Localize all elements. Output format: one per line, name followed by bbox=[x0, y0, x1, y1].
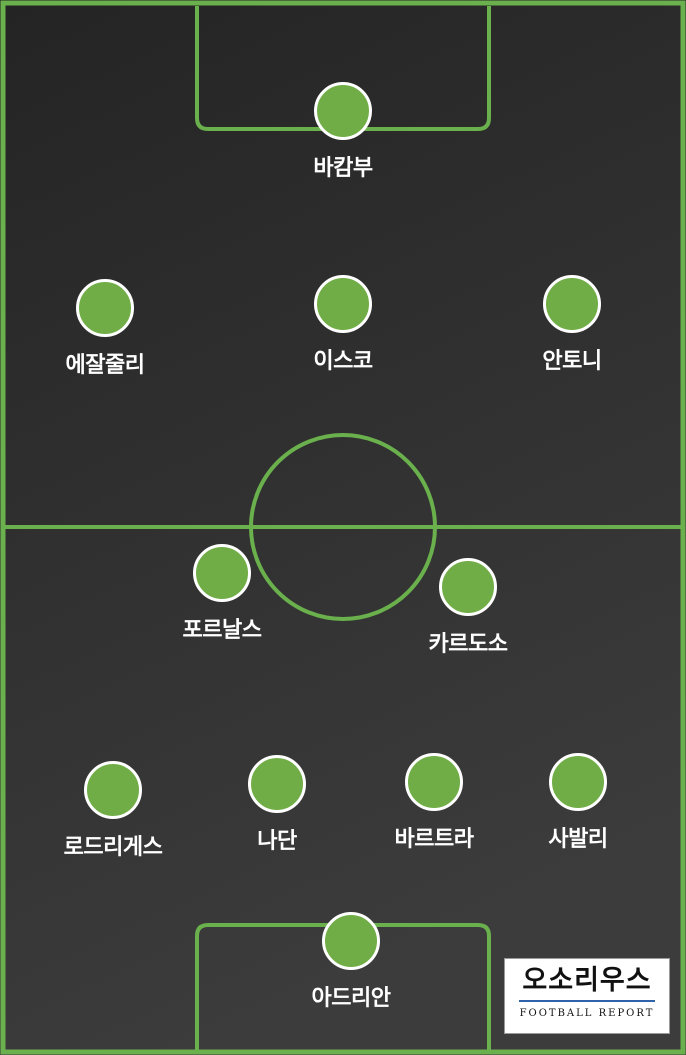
logo-divider bbox=[519, 1000, 655, 1002]
player-marker bbox=[314, 275, 372, 333]
osorius-logo: 오소리우스 FOOTBALL REPORT bbox=[504, 958, 670, 1034]
player-marker bbox=[322, 912, 380, 970]
player-rodriguez: 로드리게스 bbox=[43, 761, 183, 861]
player-bartra: 바르트라 bbox=[364, 753, 504, 853]
player-antony: 안토니 bbox=[502, 275, 642, 375]
logo-title: 오소리우스 bbox=[522, 965, 652, 996]
player-marker bbox=[84, 761, 142, 819]
player-fornals: 포르날스 bbox=[152, 544, 292, 644]
player-marker bbox=[248, 755, 306, 813]
player-name: 바르트라 bbox=[394, 827, 474, 852]
player-name: 바캄부 bbox=[313, 156, 373, 181]
player-name: 카르도소 bbox=[428, 632, 508, 657]
player-marker bbox=[543, 275, 601, 333]
player-name: 아드리안 bbox=[311, 986, 391, 1011]
player-marker bbox=[439, 558, 497, 616]
player-marker bbox=[314, 82, 372, 140]
player-cardoso: 카르도소 bbox=[398, 558, 538, 658]
player-isco: 이스코 bbox=[273, 275, 413, 375]
player-name: 에잘줄리 bbox=[65, 353, 145, 378]
player-bakambu: 바캄부 bbox=[273, 82, 413, 182]
player-name: 이스코 bbox=[313, 349, 373, 374]
player-marker bbox=[76, 279, 134, 337]
player-name: 로드리게스 bbox=[63, 835, 163, 860]
player-name: 사발리 bbox=[548, 827, 608, 852]
player-nadan: 나단 bbox=[207, 755, 347, 855]
logo-subtitle: FOOTBALL REPORT bbox=[519, 1008, 655, 1019]
player-marker bbox=[193, 544, 251, 602]
player-name: 포르날스 bbox=[182, 618, 262, 643]
player-name: 나단 bbox=[257, 829, 297, 854]
player-ejaljuli: 에잘줄리 bbox=[35, 279, 175, 379]
center-circle bbox=[249, 433, 437, 621]
player-adrian: 아드리안 bbox=[281, 912, 421, 1012]
player-sabaly: 사발리 bbox=[508, 753, 648, 853]
player-marker bbox=[405, 753, 463, 811]
player-marker bbox=[549, 753, 607, 811]
player-name: 안토니 bbox=[542, 349, 602, 374]
